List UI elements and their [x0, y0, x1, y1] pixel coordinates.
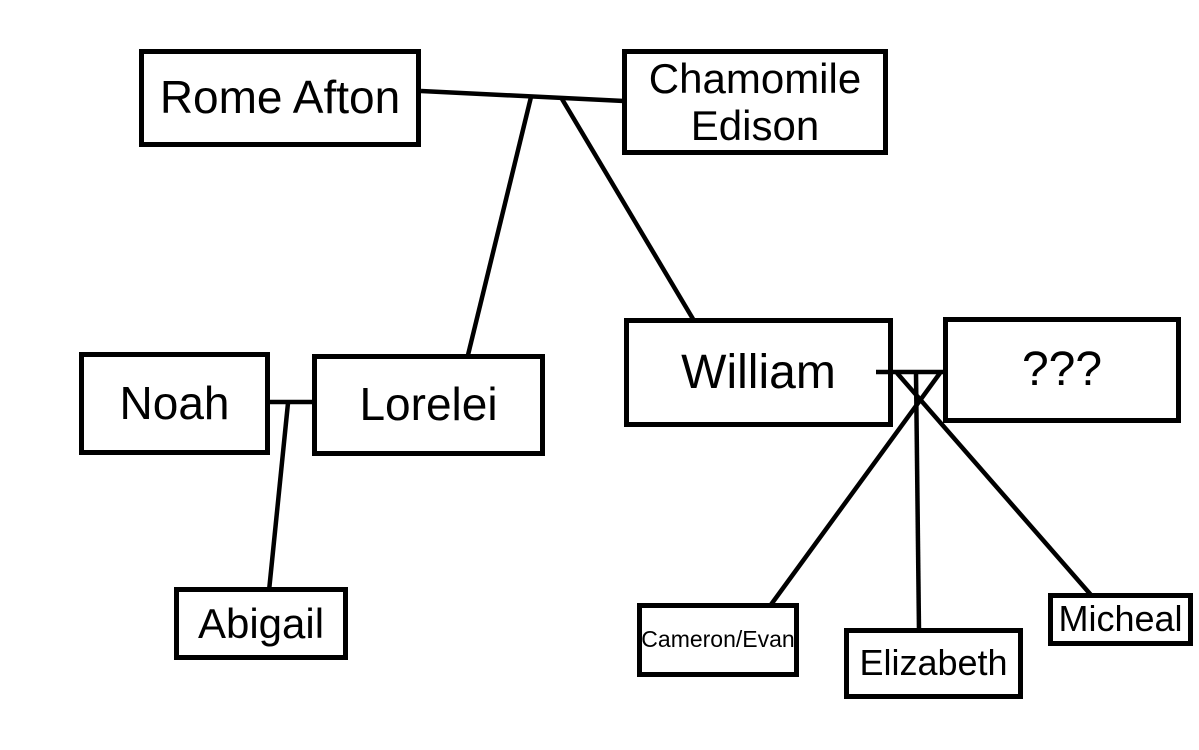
- edge-rome-chamomile-partner-line: [420, 88, 625, 104]
- node-label: William: [681, 345, 836, 399]
- node-unknown-partner[interactable]: ???: [943, 317, 1181, 423]
- node-lorelei[interactable]: Lorelei: [312, 354, 545, 456]
- node-label: Cameron/Evan: [641, 626, 795, 653]
- node-label: Abigail: [197, 599, 325, 647]
- node-label: Noah: [119, 376, 230, 429]
- node-label: ???: [1021, 343, 1103, 397]
- node-william[interactable]: William: [624, 318, 893, 427]
- node-label: Elizabeth: [859, 642, 1008, 684]
- node-label: Chamomile Edison: [648, 54, 862, 149]
- edge-to-lorelei-child-line: [465, 96, 534, 356]
- node-cameron-evan[interactable]: Cameron/Evan: [637, 603, 799, 677]
- node-rome-afton[interactable]: Rome Afton: [139, 49, 421, 147]
- node-noah[interactable]: Noah: [79, 352, 270, 455]
- node-abigail[interactable]: Abigail: [174, 587, 348, 660]
- edge-to-abigail-child-line: [266, 402, 291, 592]
- node-label: Rome Afton: [159, 71, 401, 124]
- node-label: Lorelei: [359, 378, 498, 431]
- node-chamomile-edison[interactable]: Chamomile Edison: [622, 49, 888, 155]
- node-elizabeth[interactable]: Elizabeth: [844, 628, 1023, 699]
- edge-to-elizabeth-child-line: [913, 372, 922, 632]
- node-micheal[interactable]: Micheal: [1048, 593, 1193, 646]
- node-label: Micheal: [1058, 598, 1183, 640]
